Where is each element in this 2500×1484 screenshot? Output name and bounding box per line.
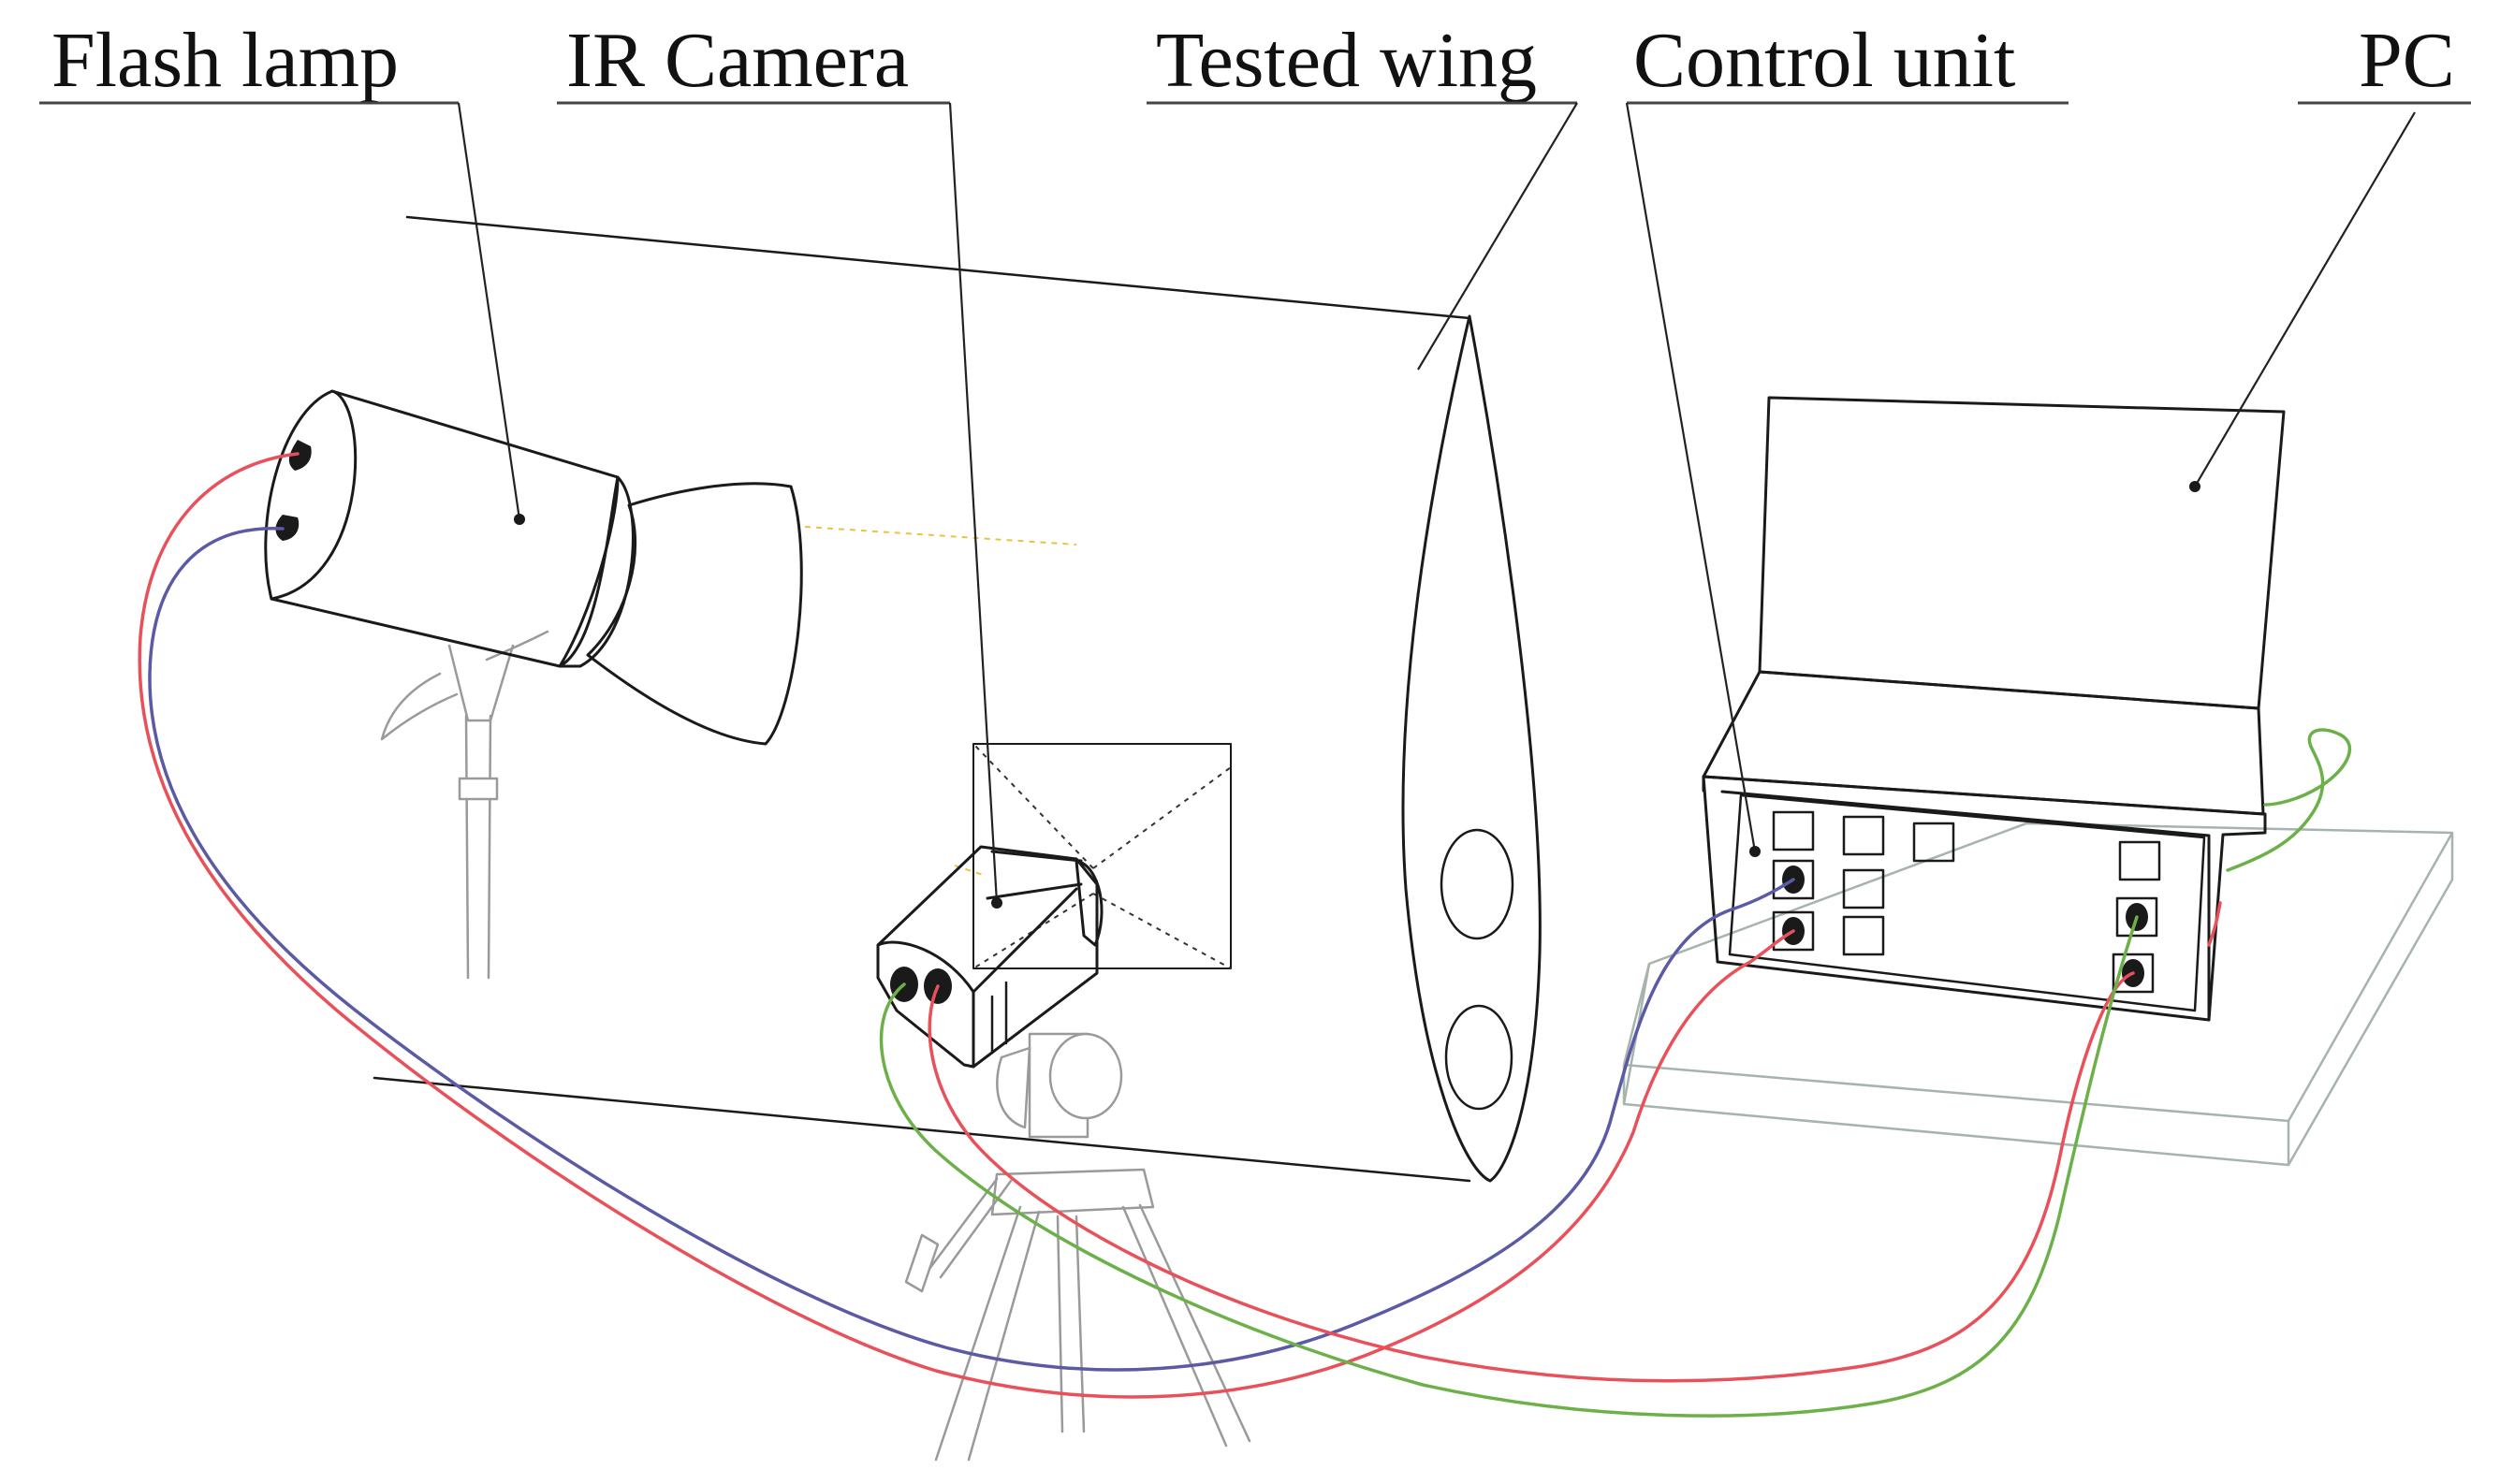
wing-hole-lower: [1444, 1004, 1513, 1111]
control-unit-button: [2118, 840, 2161, 881]
laptop-base: [1702, 670, 2265, 816]
wing-bottom-edge: [373, 1076, 1471, 1183]
pc-laptop: [1702, 396, 2286, 816]
ir-camera: [876, 845, 1104, 1069]
leader-tested-wing: [1417, 102, 1578, 371]
ir-camera-body: [876, 845, 1099, 1069]
label-ir-camera: IR Camera: [557, 17, 950, 105]
tested-wing-label: Tested wing: [1156, 17, 1537, 104]
leader-flash-lamp: [457, 102, 521, 520]
laptop-screen: [1758, 396, 2286, 710]
flash-lamp-body: [264, 389, 620, 668]
leader-ir-camera: [948, 102, 999, 904]
control-unit-socket: [1772, 859, 1815, 900]
label-flash-lamp: Flash lamp: [39, 17, 459, 105]
control-unit-panel: [1728, 793, 2206, 1012]
cable-red-pc-stub: [2207, 901, 2222, 947]
flash-lamp: [264, 389, 1077, 746]
wing-top-edge: [405, 215, 1471, 320]
control-unit-label: Control unit: [1633, 17, 2015, 104]
flash-lamp-reflector: [586, 482, 803, 746]
tested-wing: [373, 215, 1542, 1183]
control-unit-button: [1842, 815, 1885, 856]
cable-blue-flash-lamp: [148, 527, 1795, 1372]
cables: [138, 452, 2351, 1418]
leader-control-unit: [1625, 102, 1757, 852]
camera-tripod: [904, 1032, 1251, 1462]
label-tested-wing: Tested wing: [1147, 17, 1577, 105]
flash-lamp-label: Flash lamp: [51, 17, 399, 104]
control-unit-case: [1702, 775, 2267, 1022]
label-control-unit: Control unit: [1627, 17, 2069, 105]
cable-green-pc: [2226, 728, 2351, 872]
leader-lines: [457, 102, 2416, 909]
control-unit-socket: [2112, 953, 2155, 994]
wing-airfoil-section: [1401, 314, 1542, 1183]
control-unit-socket: [1772, 910, 1815, 952]
flash-lamp-connector-bottom: [275, 515, 300, 541]
flash-lamp-connector-top: [288, 440, 312, 471]
control-unit-button: [1772, 810, 1815, 851]
cable-red-ir-camera: [928, 971, 2135, 1383]
flash-lamp-stand: [380, 630, 549, 980]
control-unit-button: [1842, 915, 1885, 956]
table: [1622, 822, 2454, 1167]
control-unit-socket: [2115, 896, 2158, 938]
inspection-area: [972, 743, 1232, 969]
label-pc: PC: [2298, 17, 2471, 105]
control-unit-button: [1912, 822, 1955, 863]
pc-label: PC: [2359, 17, 2455, 104]
leader-pc: [2194, 111, 2416, 487]
cable-red-flash-lamp: [138, 452, 1795, 1399]
cable-green-ir-camera: [879, 915, 2139, 1418]
wing-hole-upper: [1440, 828, 1514, 940]
ir-camera-label: IR Camera: [566, 17, 909, 104]
flash-beam: [804, 526, 1077, 546]
control-unit-button: [1842, 868, 1885, 909]
control-unit: [1702, 775, 2267, 1022]
